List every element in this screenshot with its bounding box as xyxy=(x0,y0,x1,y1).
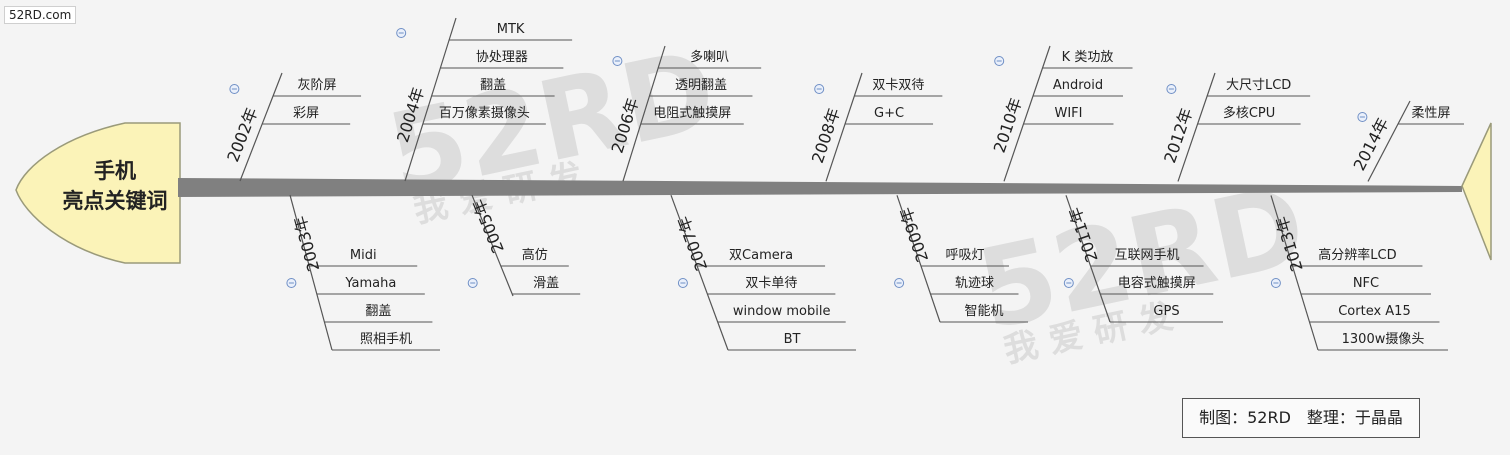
fish-tail xyxy=(1461,122,1492,261)
branch-bone xyxy=(622,45,666,182)
branch-bone xyxy=(471,194,514,297)
branch-2014年: 柔性屏 2014年 xyxy=(1350,100,1464,182)
year-label: 2009年 xyxy=(896,205,932,265)
item-label: 多核CPU xyxy=(1223,105,1275,121)
head-title-line2: 亮点关键词 xyxy=(62,189,168,213)
branch-bone xyxy=(1270,195,1319,351)
item-label: 双Camera xyxy=(729,248,793,263)
collapse-toggle-icon[interactable] xyxy=(396,28,407,38)
item-label: 灰阶屏 xyxy=(298,78,337,93)
watermark-group: 52RD 我 爱 研 发 52RD 我 爱 研 发 xyxy=(378,25,1316,371)
collapse-toggle-icon[interactable] xyxy=(1357,112,1368,122)
collapse-toggle-icon[interactable] xyxy=(229,84,240,94)
item-label: BT xyxy=(784,332,801,347)
item-label: NFC xyxy=(1353,276,1379,291)
item-label: 彩屏 xyxy=(293,106,319,121)
item-label: 高仿 xyxy=(522,247,548,263)
branch-bone xyxy=(1177,72,1216,182)
item-label: 互联网手机 xyxy=(1115,248,1180,263)
collapse-toggle-icon[interactable] xyxy=(1063,278,1074,288)
item-label: 1300w摄像头 xyxy=(1342,332,1425,347)
item-label: 协处理器 xyxy=(476,50,528,65)
item-label: Cortex A15 xyxy=(1338,304,1411,319)
item-label: K 类功放 xyxy=(1062,50,1114,65)
head-title: 手机 亮点关键词 xyxy=(40,156,190,216)
item-label: 高分辨率LCD xyxy=(1318,247,1396,263)
credit-box: 制图：52RD 整理：于晶晶 xyxy=(1182,398,1420,438)
item-label: WIFI xyxy=(1054,106,1082,121)
year-label: 2007年 xyxy=(674,214,711,274)
item-label: 呼吸灯 xyxy=(945,248,984,263)
year-label: 2010年 xyxy=(990,95,1026,155)
item-label: 智能机 xyxy=(964,304,1003,319)
branch-bone xyxy=(404,17,457,182)
item-label: 翻盖 xyxy=(365,304,391,319)
item-label: 透明翻盖 xyxy=(675,78,727,93)
year-label: 2008年 xyxy=(808,106,844,166)
item-label: window mobile xyxy=(733,304,831,319)
collapse-toggle-icon[interactable] xyxy=(994,56,1005,66)
branch-bone xyxy=(1003,45,1051,182)
collapse-toggle-icon[interactable] xyxy=(1166,84,1177,94)
collapse-toggle-icon[interactable] xyxy=(286,278,297,288)
collapse-toggle-icon[interactable] xyxy=(894,278,905,288)
item-label: 多喇叭 xyxy=(690,49,729,65)
collapse-toggle-icon[interactable] xyxy=(612,56,623,66)
item-label: G+C xyxy=(874,106,904,121)
branch-bone xyxy=(239,72,283,182)
head-title-line1: 手机 xyxy=(94,159,136,183)
item-label: 百万像素摄像头 xyxy=(439,106,530,121)
item-label: 电容式触摸屏 xyxy=(1118,275,1196,291)
item-label: 翻盖 xyxy=(480,78,506,93)
branch-bone xyxy=(1367,100,1411,182)
item-label: 轨迹球 xyxy=(955,276,994,291)
year-label: 2002年 xyxy=(223,105,261,165)
fish-spine xyxy=(178,178,1462,197)
collapse-toggle-icon[interactable] xyxy=(1270,278,1281,288)
branch-bone xyxy=(825,72,863,182)
item-label: 电阻式触摸屏 xyxy=(653,106,731,121)
item-label: Android xyxy=(1053,78,1103,93)
year-label: 2012年 xyxy=(1160,106,1196,166)
year-label: 2003年 xyxy=(290,214,323,274)
item-label: 双卡单待 xyxy=(745,276,797,291)
item-label: 大尺寸LCD xyxy=(1226,78,1291,93)
item-label: Yamaha xyxy=(344,276,396,291)
watermark-corner: 52RD.com xyxy=(4,6,77,24)
fish-head xyxy=(15,122,181,264)
collapse-toggle-icon[interactable] xyxy=(814,84,825,94)
branch-bone xyxy=(896,195,941,323)
item-label: 柔性屏 xyxy=(1411,106,1450,121)
item-label: GPS xyxy=(1153,304,1179,319)
item-label: 滑盖 xyxy=(533,276,559,291)
branch-bone xyxy=(289,194,333,351)
item-label: Midi xyxy=(350,248,377,263)
collapse-toggle-icon[interactable] xyxy=(467,278,478,288)
item-label: 双卡双待 xyxy=(872,78,924,93)
item-label: 照相手机 xyxy=(360,332,412,347)
year-label: 2014年 xyxy=(1350,115,1393,174)
item-label: MTK xyxy=(497,22,525,37)
branch-bone xyxy=(1065,195,1111,323)
branch-2008年: 双卡双待 G+C 2008年 xyxy=(808,72,943,182)
branch-bone xyxy=(670,194,729,351)
collapse-toggle-icon[interactable] xyxy=(677,278,688,288)
